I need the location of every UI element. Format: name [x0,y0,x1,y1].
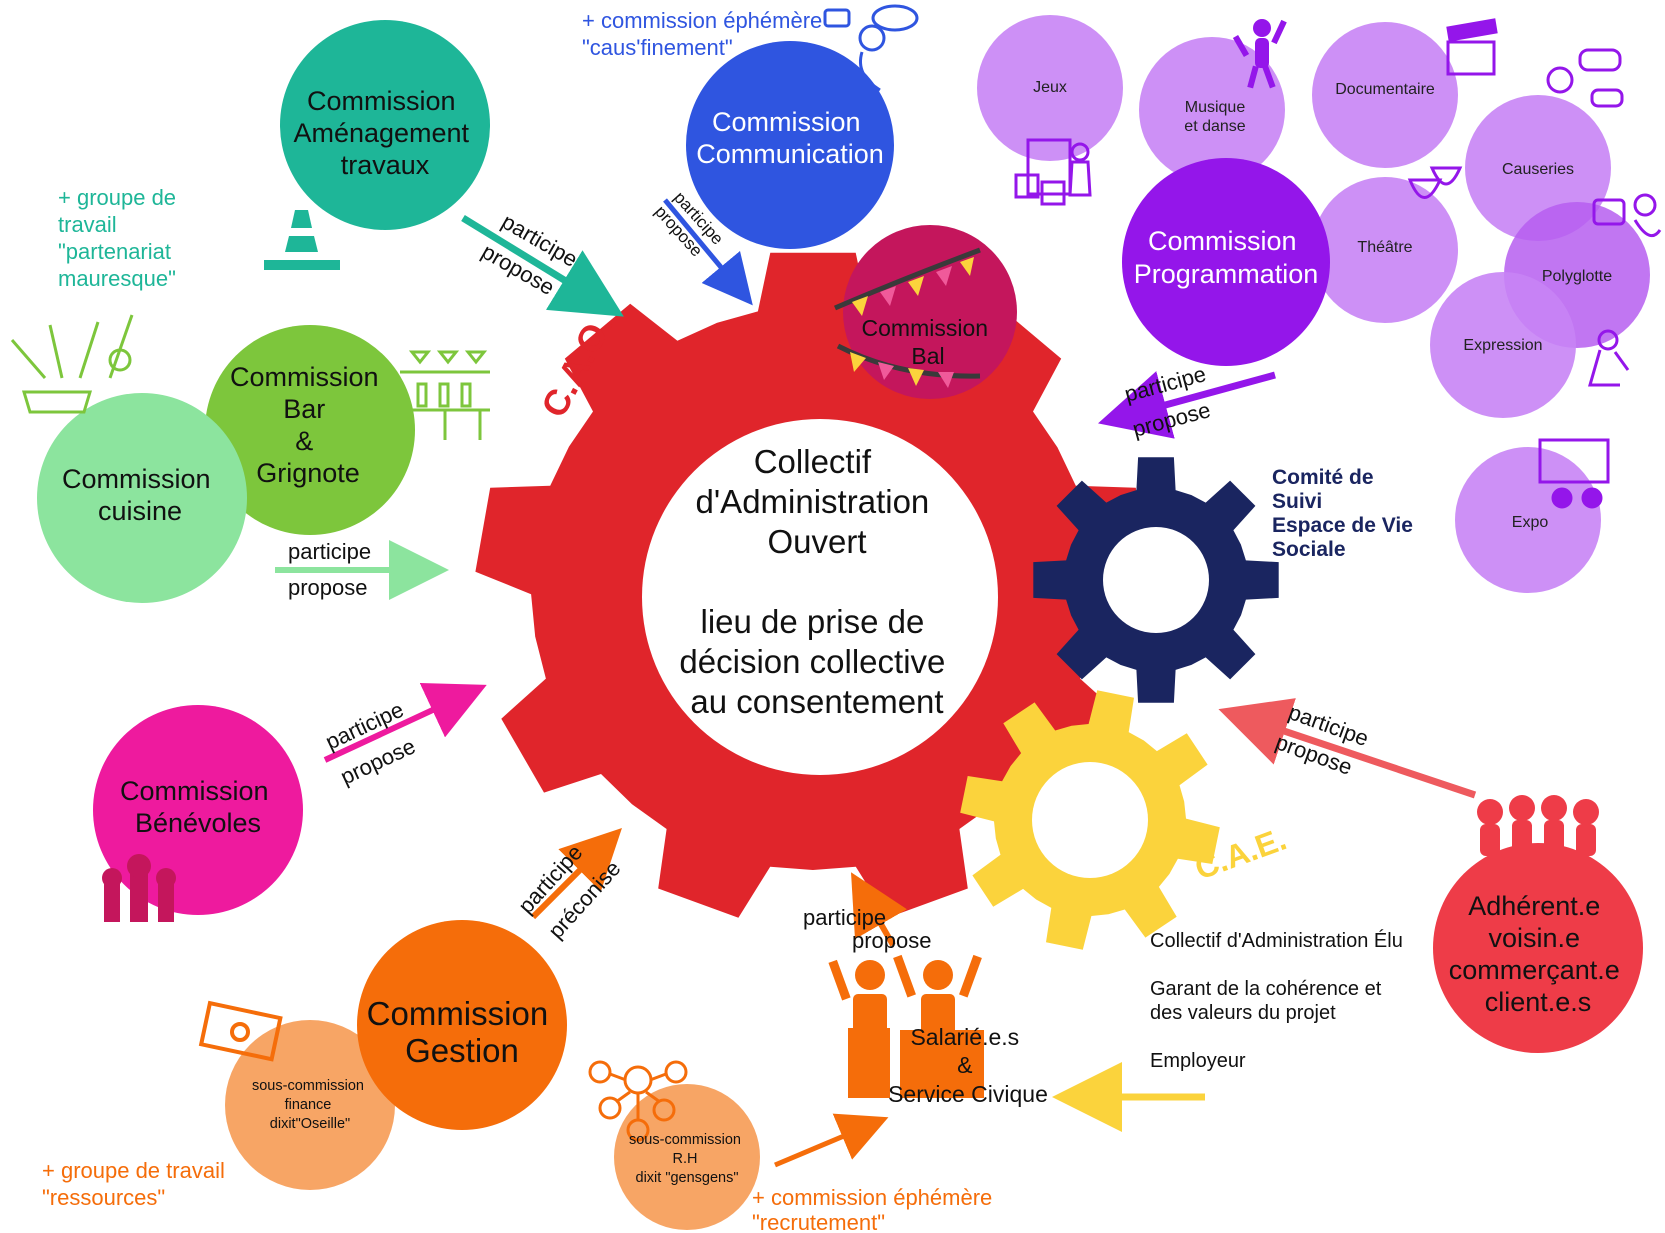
topic-documentaire-label: Documentaire [1335,81,1435,98]
topic-theatre [1312,177,1458,323]
commission-bar-label: Commission Bar & Grignote [230,362,386,488]
translation-icon [1592,193,1662,238]
arrows [275,198,1477,1168]
rh-label: sous-commission R.H dixit "gensgens" [629,1132,745,1186]
commission-programmation-circle [1122,158,1330,366]
commission-amenagement-label: Commission Aménagement travaux [293,86,476,180]
arrow-salaries [851,872,907,947]
theater-masks-icon [1407,166,1463,199]
commission-gestion-label: Commission Gestion [367,995,558,1069]
arrow-programmation [1097,371,1276,439]
commission-communication-circle [686,41,894,249]
adherents-circle [1433,843,1643,1053]
bar-shelf-icon [400,350,490,440]
commission-cuisine-circle [37,393,247,603]
commission-communication-label: Commission Communication [696,107,884,169]
commission-gestion-circle [357,920,567,1130]
network-icon [588,1060,688,1142]
topic-musique-label: Musique [1185,99,1246,116]
center-subtitle: lieu de prise de décision collective au … [679,603,954,720]
topic-musique [1139,37,1285,183]
finance-label: sous-commission finance dixit"Oseille" [252,1078,368,1132]
label-participe-bar: participe [288,539,371,564]
kitchen-utensils-icon [10,314,134,414]
commission-amenagement-circle [280,20,490,230]
commission-cuisine-label: Commission cuisine [62,464,218,526]
topic-jeux [977,15,1123,161]
arrow-adherents [1218,698,1477,799]
workers-icon [828,954,984,1098]
arrow-rh [774,1113,889,1168]
dancer-icon [1232,19,1287,89]
clapperboard-icon [1446,18,1498,76]
note-communication: + commission éphémère "caus'finement" [582,8,828,60]
traffic-cone-icon [264,210,340,270]
adherents-label: Adhérent.e voisin.e commerçant.e client.… [1449,891,1628,1017]
topic-theatre-label: Théâtre [1357,239,1412,256]
commission-benevoles-label: Commission Bénévoles [120,776,276,838]
arrow-gestion [530,828,622,920]
navy-gear [1033,457,1279,703]
bunting-icon [834,247,981,388]
arrow-benevoles [323,682,487,763]
topic-expression [1430,272,1576,418]
topic-expo-label: Expo [1512,514,1549,531]
painter-icon [1588,329,1630,387]
commission-bal-label: Commission Bal [862,315,995,369]
comite-label: Comité de Suivi Espace de Vie Sociale [1272,466,1419,561]
topic-jeux-label: Jeux [1033,79,1067,96]
label-participe-salaries: participe [803,905,886,930]
finance-circle [225,1020,395,1190]
speech-bubbles-icon [823,4,919,92]
programmation-topic-labels: Jeux Musique et danse Documentaire Cause… [1033,79,1612,531]
commission-bar-circle [205,325,415,535]
topic-danse-label: et danse [1184,118,1245,135]
main-gear [475,252,1151,918]
cae-description: Collectif d'Administration Élu Garant de… [1150,929,1408,1072]
note-ressources: + groupe de travail "ressources" [42,1158,231,1210]
center-title: Collectif d'Administration Ouvert [696,443,939,560]
commission-programmation-label: Commission Programmation [1134,226,1319,289]
arrow-communication [663,198,753,306]
note-partenariat: + groupe de travail "partenariat mauresq… [58,185,182,291]
topic-expression-label: Expression [1463,337,1542,354]
raised-hands-icon [102,854,176,922]
exhibition-icon [1538,438,1610,509]
commission-bal-circle [843,225,1017,399]
note-recrutement: + commission éphémère "recrutement" [752,1185,998,1233]
people-group-icon [1477,795,1599,856]
salaries-label: Salarié.e.s & Service Civique [888,1024,1048,1107]
rh-circle [614,1084,760,1230]
arrow-amenagement [461,215,624,317]
programmation-topics [977,15,1650,593]
board-game-icon [1014,138,1092,206]
topic-documentaire [1312,22,1458,168]
money-icon [198,1000,283,1062]
yellow-gear [960,690,1220,950]
topic-causeries-label: Causeries [1502,161,1574,178]
label-propose-salaries: propose [852,928,932,953]
topic-polyglotte-label: Polyglotte [1542,268,1612,285]
chat-icon [1546,48,1624,108]
label-propose-bar: propose [288,575,368,600]
